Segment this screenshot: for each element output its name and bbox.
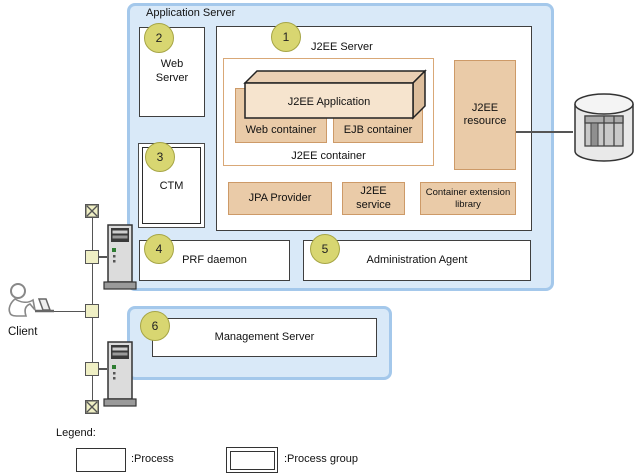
prf-daemon-label: PRF daemon bbox=[182, 253, 247, 266]
badge-4: 4 bbox=[144, 234, 174, 264]
management-server-label: Management Server bbox=[214, 330, 315, 343]
computer-tower-upper-icon bbox=[103, 224, 137, 290]
ctm-label: CTM bbox=[159, 179, 184, 192]
badge-2-number: 2 bbox=[155, 31, 163, 45]
legend-process-group-swatch-inner bbox=[229, 450, 275, 470]
badge-6-number: 6 bbox=[151, 319, 159, 333]
j2ee-service-box: J2EE service bbox=[342, 182, 405, 215]
badge-2: 2 bbox=[144, 23, 174, 53]
network-endpoint-x-top-icon bbox=[85, 204, 99, 218]
legend-process-label: :Process bbox=[131, 453, 174, 465]
network-endpoint-x-bottom-icon bbox=[85, 400, 99, 414]
container-extension-library-label: Container extension library bbox=[425, 187, 511, 210]
legend-process-group-swatch bbox=[226, 447, 278, 473]
network-node-icon-1 bbox=[85, 250, 99, 264]
jpa-provider-box: JPA Provider bbox=[228, 182, 332, 215]
web-container-label: Web container bbox=[245, 123, 317, 136]
badge-1: 1 bbox=[271, 22, 301, 52]
container-extension-library-box: Container extension library bbox=[420, 182, 516, 215]
management-server-box: Management Server bbox=[152, 318, 377, 357]
badge-5: 5 bbox=[310, 234, 340, 264]
j2ee-container-label: J2EE container bbox=[291, 150, 366, 162]
node-to-computer-line-2 bbox=[99, 368, 107, 370]
j2ee-resource-label: J2EE resource bbox=[463, 101, 507, 127]
badge-6: 6 bbox=[140, 311, 170, 341]
network-node-icon-2 bbox=[85, 304, 99, 318]
client-to-node-line bbox=[48, 310, 86, 312]
computer-tower-lower-icon bbox=[103, 341, 137, 407]
legend-process-swatch bbox=[76, 448, 126, 472]
j2ee-application-3d-box: J2EE Application bbox=[243, 69, 427, 120]
application-server-label: Application Server bbox=[146, 7, 236, 19]
j2ee-resource-box: J2EE resource bbox=[454, 60, 516, 170]
resource-db-connector-line bbox=[516, 131, 573, 133]
j2ee-server-label: J2EE Server bbox=[311, 41, 373, 53]
ejb-container-label: EJB container bbox=[343, 123, 413, 136]
badge-3: 3 bbox=[145, 142, 175, 172]
administration-agent-label: Administration Agent bbox=[366, 253, 468, 266]
badge-4-number: 4 bbox=[155, 242, 163, 256]
badge-1-number: 1 bbox=[282, 30, 290, 44]
administration-agent-box: Administration Agent bbox=[303, 240, 531, 281]
jpa-provider-label: JPA Provider bbox=[248, 191, 312, 204]
legend-title: Legend: bbox=[56, 427, 96, 439]
client-person-icon bbox=[8, 283, 54, 317]
network-node-icon-3 bbox=[85, 362, 99, 376]
j2ee-service-label: J2EE service bbox=[356, 185, 391, 211]
badge-3-number: 3 bbox=[156, 150, 164, 164]
web-server-label: Web Server bbox=[155, 58, 189, 84]
client-label: Client bbox=[8, 326, 38, 338]
node-to-computer-line-1 bbox=[99, 256, 107, 258]
legend-process-group-label: :Process group bbox=[284, 453, 358, 465]
badge-5-number: 5 bbox=[321, 242, 329, 256]
database-icon bbox=[574, 93, 634, 162]
j2ee-application-label: J2EE Application bbox=[288, 96, 371, 108]
